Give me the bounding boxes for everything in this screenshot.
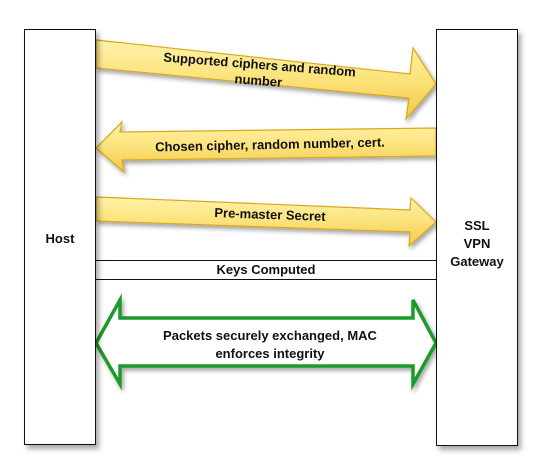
gateway-box: SSL VPN Gateway xyxy=(436,29,518,446)
packets-label: Packets securely exchanged, MAC enforces… xyxy=(163,328,377,361)
keys-bottom-line xyxy=(96,279,436,280)
chosen-cipher-arrow xyxy=(95,120,437,174)
host-box: Host xyxy=(24,29,96,445)
keys-computed-label: Keys Computed xyxy=(216,262,316,277)
supported-ciphers-arrow xyxy=(95,39,437,121)
pre-master-arrow xyxy=(95,196,437,248)
host-label: Host xyxy=(45,231,75,246)
gateway-label: SSL VPN Gateway xyxy=(450,218,504,269)
keys-top-line xyxy=(96,260,436,261)
